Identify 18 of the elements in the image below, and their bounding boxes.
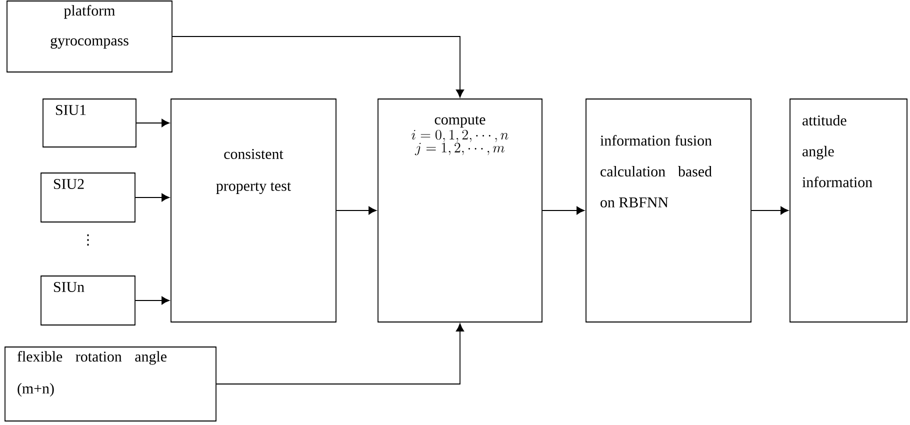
arrow (136, 118, 170, 128)
process-box: SIUn (40, 276, 136, 326)
process-box: information fusion calculation based on RBFNN (586, 98, 752, 322)
ellipsis: ⋮ (87, 234, 89, 246)
process-box: SIU1 (42, 98, 136, 148)
arrow (172, 36, 464, 98)
process-box: consistent property test (170, 98, 336, 322)
arrow (542, 206, 585, 215)
process-box: platform gyrocompass (6, 0, 172, 72)
process-box: flexible rotation angle (m+n) (4, 346, 216, 422)
arrow (751, 206, 789, 215)
arrow (216, 323, 464, 384)
process-box: SIU2 (40, 172, 136, 222)
arrow (135, 193, 170, 202)
process-box: compute $i=0,1,2,\cdots,n$ $j=1,2,\cdots,m$ (378, 98, 542, 322)
arrow (336, 206, 377, 215)
arrow (135, 296, 170, 305)
process-box: attitude angle information (790, 98, 908, 322)
